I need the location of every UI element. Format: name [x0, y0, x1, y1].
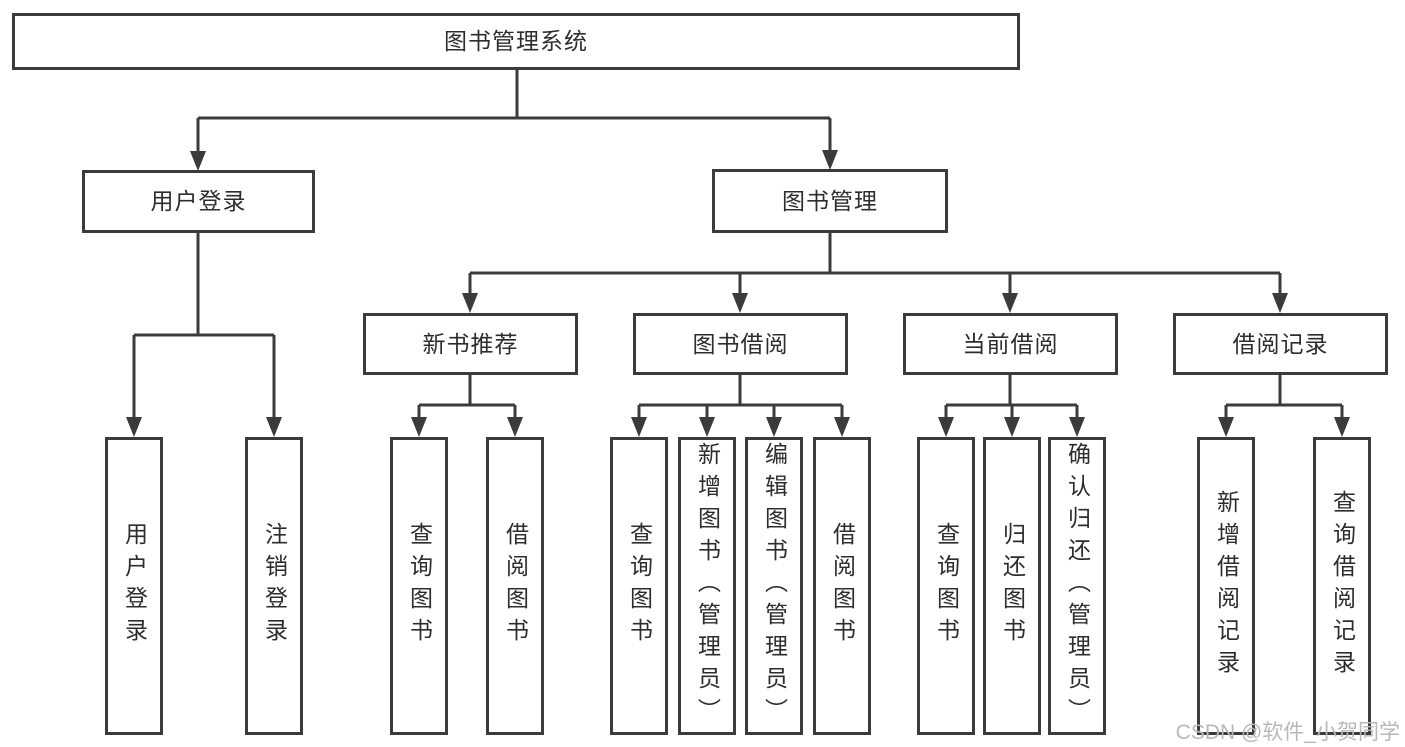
arrowhead: [411, 417, 427, 437]
node-user-login: 用户登录: [82, 170, 315, 233]
node-new-book-recommend-label: 新书推荐: [422, 330, 519, 357]
connector-borrow-records-branch: [1218, 375, 1350, 437]
connector-user-login-branch: [126, 233, 282, 437]
watermark: CSDN @软件_小贺同学: [1175, 721, 1400, 744]
leaf-confirm-return-admin: 确认归还（管理员）: [1048, 437, 1106, 735]
leaf-add-book-admin-label: 新增图书（管理员）: [694, 442, 721, 730]
leaf-add-borrow-record-label: 新增借阅记录: [1213, 490, 1240, 682]
leaf-return-book-label: 归还图书: [999, 522, 1026, 650]
node-current-borrow: 当前借阅: [903, 313, 1118, 375]
arrowhead: [938, 417, 954, 437]
leaf-borrow-query-book: 查询图书: [610, 437, 668, 735]
leaf-logout: 注销登录: [245, 437, 303, 735]
node-book-borrow-label: 图书借阅: [692, 330, 789, 357]
leaf-edit-book-admin: 编辑图书（管理员）: [745, 437, 803, 735]
arrowhead: [631, 417, 647, 437]
node-book-management-label: 图书管理: [782, 187, 878, 214]
arrowhead: [507, 417, 523, 437]
node-library-system-label: 图书管理系统: [444, 28, 588, 54]
leaf-new-book-borrow-label: 借阅图书: [502, 522, 529, 650]
leaf-user-login: 用户登录: [105, 437, 163, 735]
arrowhead: [1272, 293, 1288, 313]
connector-new-book-branch: [411, 375, 523, 437]
leaf-user-login-label: 用户登录: [121, 522, 148, 650]
leaf-add-book-admin: 新增图书（管理员）: [678, 437, 736, 735]
node-book-management: 图书管理: [712, 169, 948, 233]
node-borrow-records: 借阅记录: [1173, 313, 1388, 375]
arrowhead: [462, 293, 478, 313]
leaf-add-borrow-record: 新增借阅记录: [1197, 437, 1255, 735]
arrowhead: [1069, 417, 1085, 437]
leaf-new-book-borrow: 借阅图书: [486, 437, 544, 735]
arrowhead: [834, 417, 850, 437]
leaf-edit-book-admin-label: 编辑图书（管理员）: [761, 442, 788, 730]
leaf-return-book: 归还图书: [983, 437, 1041, 735]
arrowhead: [822, 150, 838, 170]
arrowhead: [190, 151, 206, 171]
arrowhead: [699, 417, 715, 437]
connector-book-borrow-branch: [631, 375, 850, 437]
connector-root-to-level2: [190, 70, 838, 171]
leaf-current-query-book-label: 查询图书: [933, 522, 960, 650]
node-user-login-label: 用户登录: [150, 188, 247, 214]
arrowhead: [1334, 417, 1350, 437]
arrowhead: [766, 417, 782, 437]
arrowhead: [1004, 417, 1020, 437]
arrowhead: [732, 293, 748, 313]
node-new-book-recommend: 新书推荐: [363, 313, 578, 375]
leaf-borrow-book: 借阅图书: [813, 437, 871, 735]
connector-book-mgmt-branch: [462, 233, 1288, 313]
node-current-borrow-label: 当前借阅: [962, 330, 1059, 357]
leaf-new-book-query-label: 查询图书: [406, 522, 433, 650]
node-borrow-records-label: 借阅记录: [1232, 330, 1329, 357]
arrowhead: [1002, 293, 1018, 313]
node-library-system: 图书管理系统: [12, 13, 1020, 70]
leaf-current-query-book: 查询图书: [917, 437, 975, 735]
arrowhead: [1218, 417, 1234, 437]
leaf-new-book-query: 查询图书: [390, 437, 448, 735]
arrowhead: [126, 417, 142, 437]
connector-current-borrow-branch: [938, 375, 1085, 437]
leaf-query-borrow-record-label: 查询借阅记录: [1329, 490, 1356, 682]
arrowhead: [266, 417, 282, 437]
leaf-query-borrow-record: 查询借阅记录: [1313, 437, 1371, 735]
leaf-borrow-book-label: 借阅图书: [829, 522, 856, 650]
node-book-borrow: 图书借阅: [633, 313, 848, 375]
leaf-logout-label: 注销登录: [261, 522, 288, 650]
leaf-confirm-return-admin-label: 确认归还（管理员）: [1064, 442, 1091, 730]
leaf-borrow-query-book-label: 查询图书: [626, 522, 653, 650]
